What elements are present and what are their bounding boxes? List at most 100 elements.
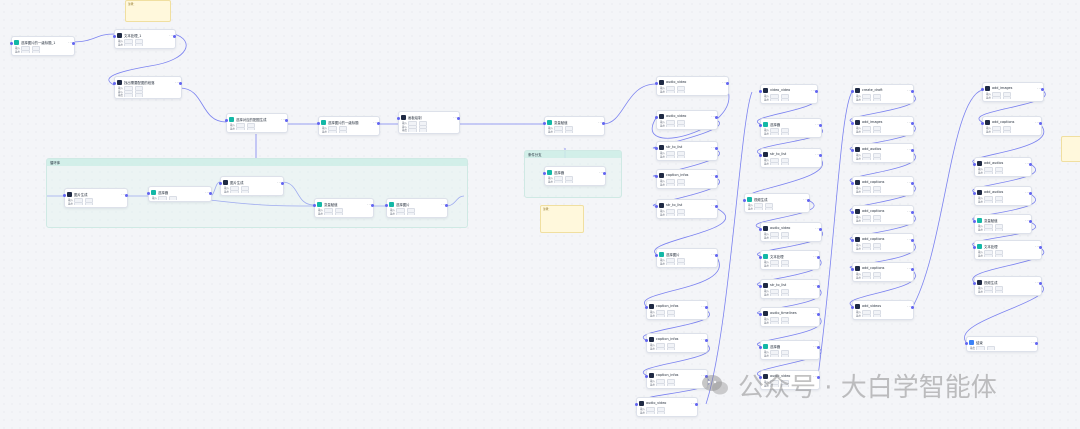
input-handle[interactable]: [758, 376, 762, 379]
input-handle[interactable]: [742, 199, 746, 202]
more-icon[interactable]: ⋯: [691, 400, 695, 406]
workflow-node-d2[interactable]: 选择器⋯输入 输出: [760, 118, 822, 138]
workflow-node-a8[interactable]: 选择器⋯输入 输出: [544, 166, 606, 186]
output-handle[interactable]: [172, 35, 176, 38]
workflow-node-a2[interactable]: 文本处理_1⋯输入 输出: [114, 29, 176, 49]
node-header[interactable]: add_audios⋯: [975, 187, 1031, 196]
output-handle[interactable]: [1028, 220, 1032, 223]
input-handle[interactable]: [972, 163, 976, 166]
workflow-node-e7[interactable]: add_captions⋯输入 输出: [852, 262, 914, 282]
output-handle[interactable]: [1038, 122, 1042, 125]
workflow-node-f1[interactable]: add_images⋯输入 输出: [982, 82, 1044, 102]
workflow-node-c8[interactable]: caption_infos⋯输入 输出: [646, 333, 708, 353]
node-header[interactable]: create_draft⋯: [853, 85, 913, 94]
workflow-node-l1[interactable]: 图片生成⋯输入 输出: [64, 188, 128, 208]
node-header[interactable]: 图片生成⋯: [65, 189, 127, 198]
output-handle[interactable]: [910, 90, 914, 93]
workflow-node-f5[interactable]: 变量赋值⋯输入 输出: [974, 214, 1032, 234]
workflow-node-a3[interactable]: 找出需要配图的段落⋯输入 输入 输出: [114, 76, 182, 100]
input-handle[interactable]: [758, 313, 762, 316]
input-handle[interactable]: [758, 228, 762, 231]
more-icon[interactable]: ⋯: [1035, 243, 1039, 249]
node-header[interactable]: 选择图片的一级标题⋯: [319, 117, 379, 126]
output-handle[interactable]: [714, 147, 718, 150]
output-handle[interactable]: [208, 192, 212, 195]
workflow-node-e4[interactable]: add_captions⋯输入 输出: [852, 176, 914, 196]
node-header[interactable]: add_captions⋯: [853, 206, 913, 215]
node-header[interactable]: 文本处理⋯: [761, 251, 819, 260]
more-icon[interactable]: ⋯: [1035, 119, 1039, 125]
input-handle[interactable]: [316, 122, 320, 125]
node-header[interactable]: 变量赋值⋯: [545, 117, 604, 126]
output-handle[interactable]: [910, 239, 914, 242]
node-header[interactable]: 选择图片的一级标题_1⋯: [12, 37, 74, 46]
input-handle[interactable]: [644, 375, 648, 378]
node-header[interactable]: add_images⋯: [983, 83, 1043, 92]
workflow-node-d1[interactable]: video_video⋯输入 输出: [760, 84, 818, 104]
node-header[interactable]: 文本处理⋯: [975, 241, 1041, 250]
node-header[interactable]: audio_video⋯: [637, 398, 697, 407]
more-icon[interactable]: ⋯: [907, 179, 911, 185]
workflow-node-e3[interactable]: add_audios⋯输入 输出: [852, 143, 914, 163]
node-header[interactable]: 找出需要配图的段落⋯: [115, 77, 181, 86]
more-icon[interactable]: ⋯: [711, 251, 715, 257]
workflow-node-a6[interactable]: 画板绘制⋯输入 输入 输出: [398, 111, 460, 135]
workflow-node-f2[interactable]: add_captions⋯输入 输出: [982, 116, 1042, 136]
node-header[interactable]: 选择器⋯: [761, 119, 821, 128]
input-handle[interactable]: [850, 306, 854, 309]
output-handle[interactable]: [1028, 163, 1032, 166]
more-icon[interactable]: ⋯: [1025, 189, 1029, 195]
input-handle[interactable]: [758, 256, 762, 259]
workflow-node-e8[interactable]: add_videos⋯输入 输出: [852, 300, 914, 320]
output-handle[interactable]: [1038, 246, 1042, 249]
more-icon[interactable]: ⋯: [453, 114, 457, 120]
node-header[interactable]: add_images⋯: [853, 117, 913, 126]
more-icon[interactable]: ⋯: [711, 113, 715, 119]
input-handle[interactable]: [758, 124, 762, 127]
input-handle[interactable]: [850, 211, 854, 214]
node-header[interactable]: add_audios⋯: [975, 158, 1031, 167]
output-handle[interactable]: [124, 194, 128, 197]
node-header[interactable]: audio_video⋯: [761, 371, 819, 380]
node-header[interactable]: str_to_list⋯: [657, 200, 717, 209]
more-icon[interactable]: ⋯: [68, 39, 72, 45]
more-icon[interactable]: ⋯: [1037, 85, 1041, 91]
node-header[interactable]: add_captions⋯: [853, 234, 913, 243]
output-handle[interactable]: [910, 268, 914, 271]
workflow-node-c10[interactable]: audio_video⋯输入 输出: [636, 397, 698, 417]
workflow-node-d7[interactable]: str_to_list⋯输入 输出: [760, 279, 820, 299]
workflow-node-d10[interactable]: audio_video⋯输入 输出: [760, 370, 820, 390]
output-handle[interactable]: [910, 182, 914, 185]
node-header[interactable]: 视频生成⋯: [975, 277, 1041, 286]
input-handle[interactable]: [112, 82, 116, 85]
input-handle[interactable]: [654, 116, 658, 119]
input-handle[interactable]: [62, 194, 66, 197]
more-icon[interactable]: ⋯: [1031, 339, 1035, 345]
more-icon[interactable]: ⋯: [815, 225, 819, 231]
more-icon[interactable]: ⋯: [815, 121, 819, 127]
input-handle[interactable]: [850, 149, 854, 152]
more-icon[interactable]: ⋯: [598, 119, 602, 125]
node-header[interactable]: audio_video⋯: [657, 77, 728, 86]
output-handle[interactable]: [816, 346, 820, 349]
workflow-node-l5[interactable]: 选择图片⋯输入 输出: [386, 198, 448, 218]
more-icon[interactable]: ⋯: [813, 253, 817, 259]
input-handle[interactable]: [980, 88, 984, 91]
more-icon[interactable]: ⋯: [205, 189, 209, 195]
more-icon[interactable]: ⋯: [441, 201, 445, 207]
output-handle[interactable]: [910, 306, 914, 309]
output-handle[interactable]: [816, 256, 820, 259]
more-icon[interactable]: ⋯: [722, 79, 726, 85]
input-handle[interactable]: [218, 182, 222, 185]
more-icon[interactable]: ⋯: [701, 303, 705, 309]
output-handle[interactable]: [602, 172, 606, 175]
input-handle[interactable]: [654, 175, 658, 178]
output-handle[interactable]: [818, 228, 822, 231]
input-handle[interactable]: [644, 339, 648, 342]
more-icon[interactable]: ⋯: [367, 201, 371, 207]
node-header[interactable]: 选择图片⋯: [657, 249, 717, 258]
input-handle[interactable]: [634, 403, 638, 406]
more-icon[interactable]: ⋯: [907, 265, 911, 271]
more-icon[interactable]: ⋯: [121, 191, 125, 197]
input-handle[interactable]: [224, 119, 228, 122]
